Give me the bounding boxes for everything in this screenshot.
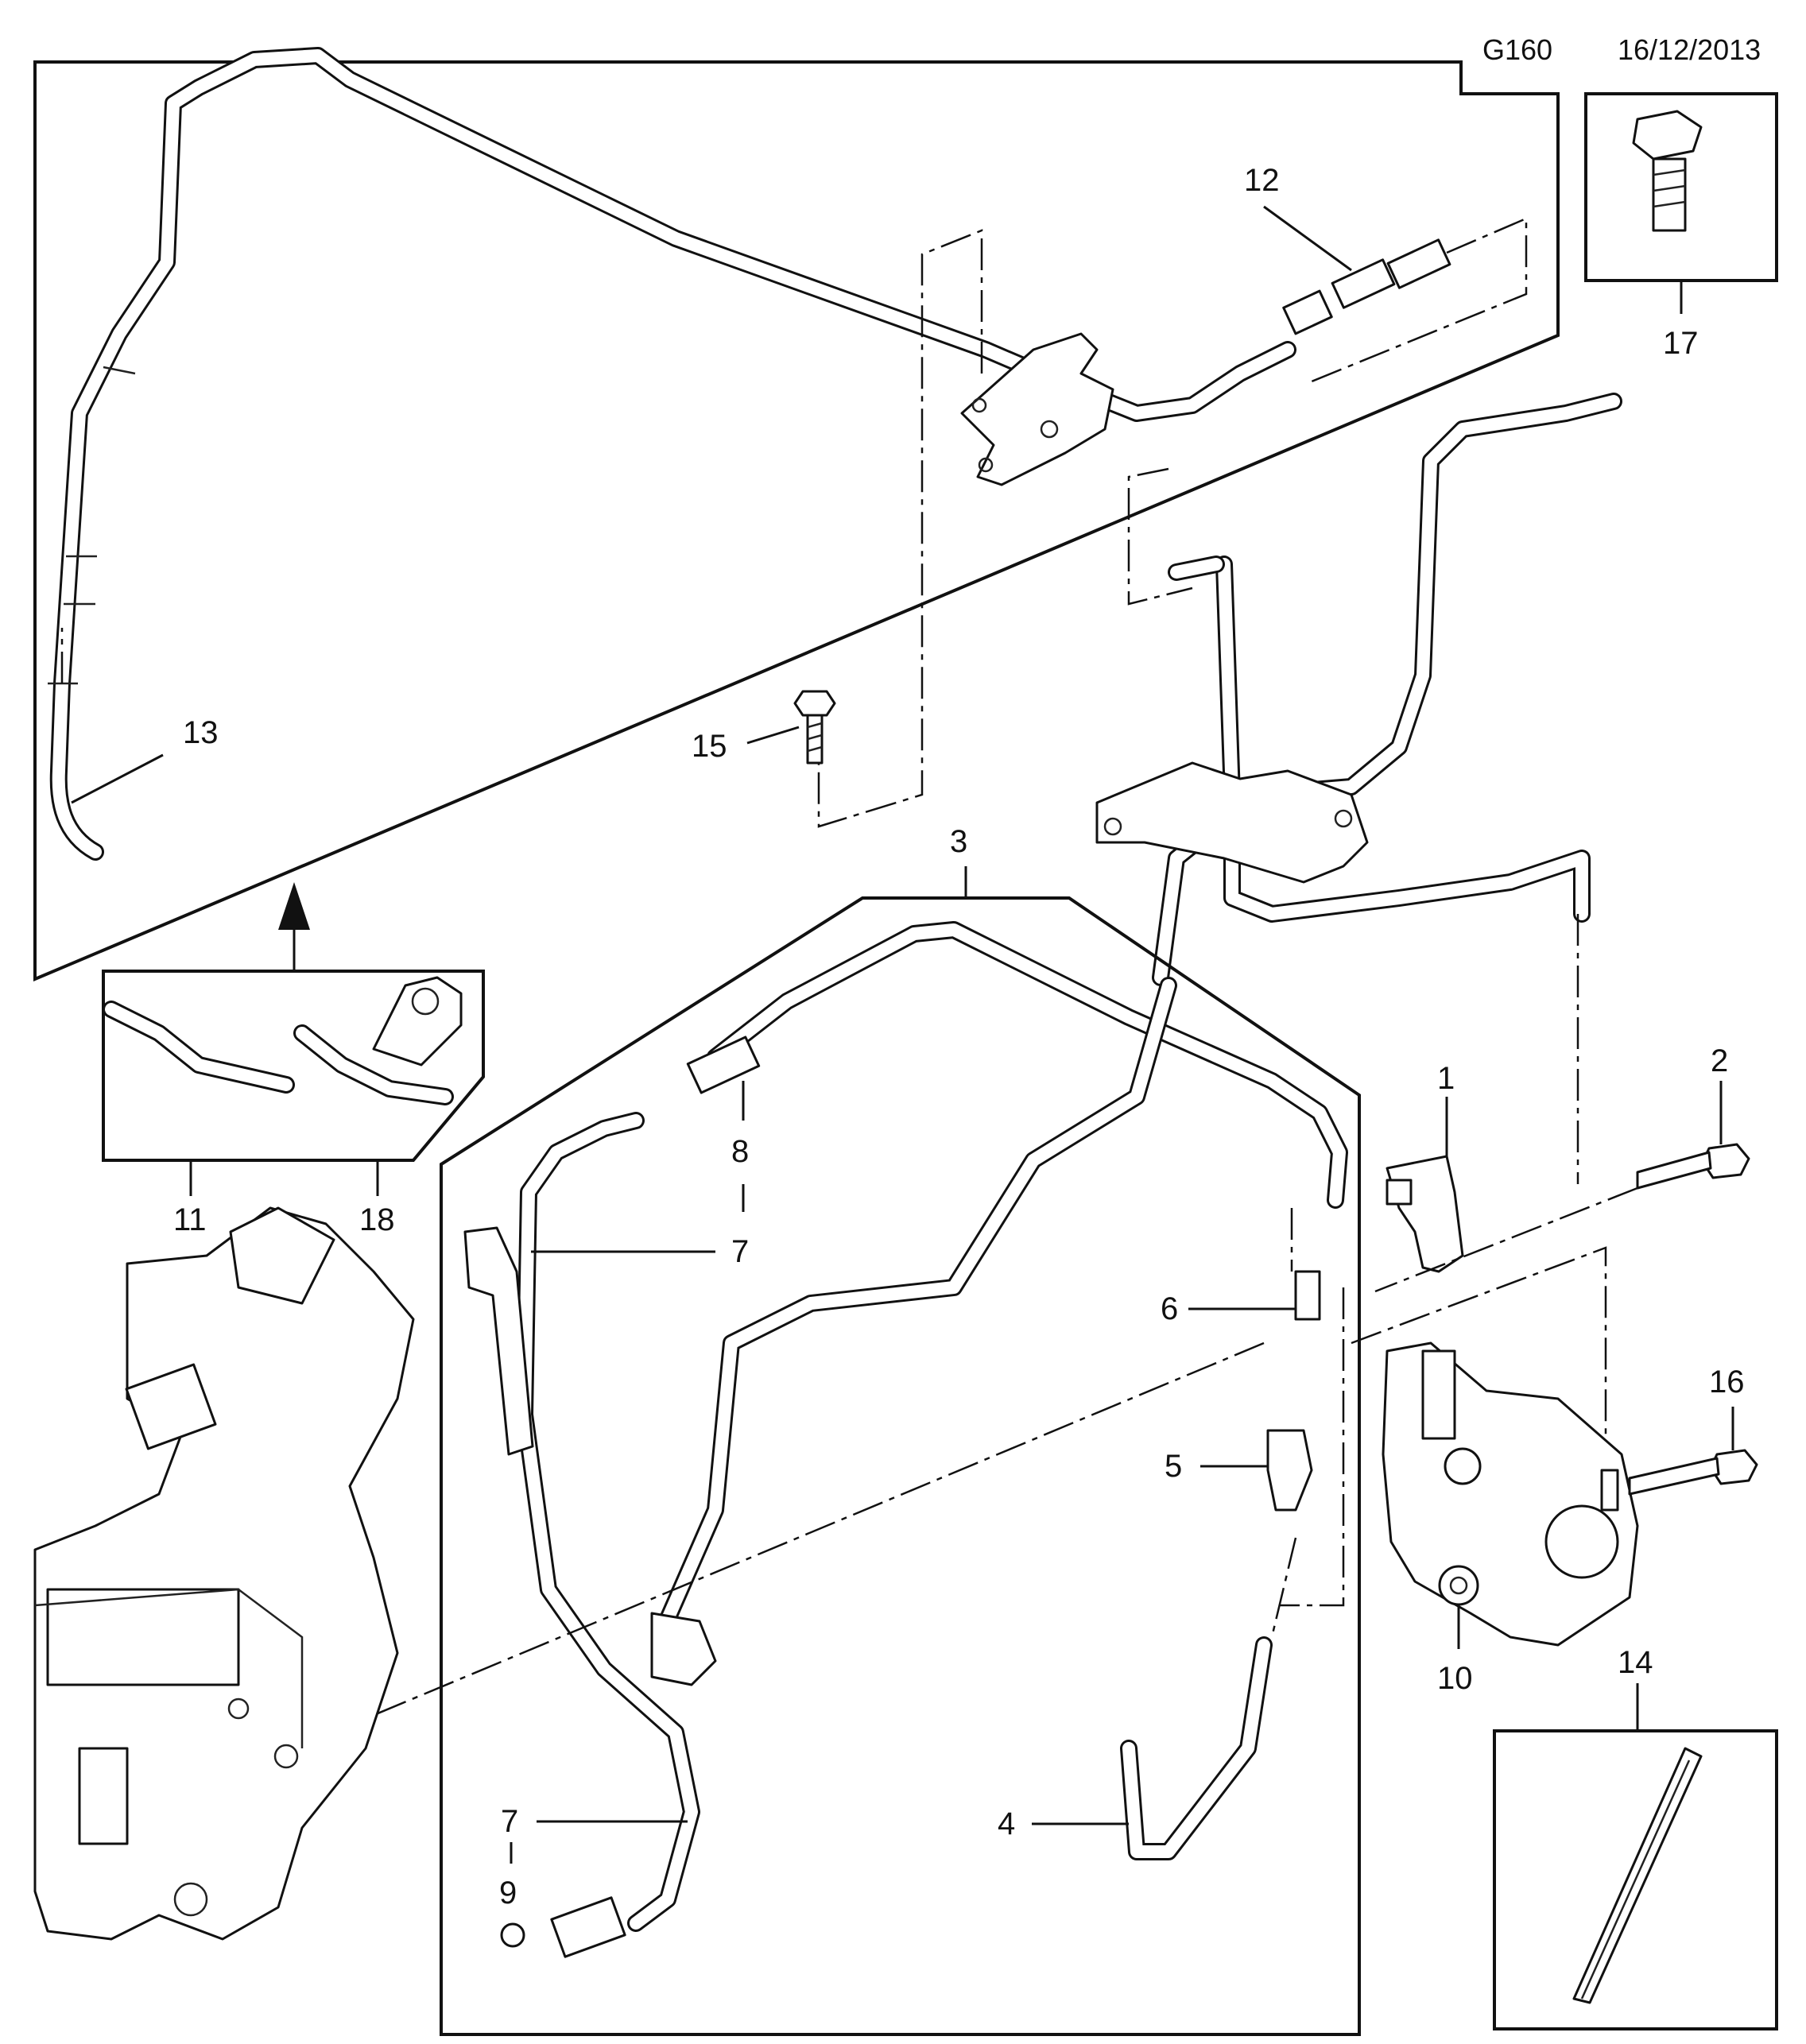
callout-7a: 7 (731, 1234, 749, 1269)
detail-panel-upper: G160 16/12/2013 (33, 33, 1761, 982)
callout-2: 2 (1711, 1043, 1728, 1078)
callout-18: 18 (359, 1202, 395, 1237)
diagram-code: G160 (1482, 33, 1552, 66)
pipe-assembly-right (1095, 393, 1622, 1184)
callout-1: 1 (1437, 1061, 1455, 1096)
inset-part-14: 14 (1493, 1645, 1778, 2030)
solenoid-part-10: 10 (1382, 1341, 1639, 1696)
callout-3: 3 (950, 824, 967, 859)
callout-9: 9 (499, 1876, 517, 1910)
engine-block (33, 1206, 415, 1941)
callout-7b: 7 (501, 1804, 518, 1839)
connector-part-12 (1282, 238, 1451, 335)
callout-15: 15 (692, 729, 727, 764)
washer-part-9 (500, 1922, 525, 1948)
callout-10: 10 (1437, 1661, 1473, 1696)
bolt-part-2: 2 (1374, 1043, 1750, 1293)
callout-16: 16 (1709, 1365, 1745, 1399)
callout-12: 12 (1244, 163, 1280, 198)
callout-6: 6 (1161, 1291, 1178, 1326)
callout-17: 17 (1663, 326, 1699, 361)
callout-14: 14 (1618, 1645, 1653, 1680)
bolt-part-15 (793, 690, 836, 765)
region-part-3: 3 8 7 6 5 (293, 824, 1607, 2036)
callout-5: 5 (1165, 1449, 1182, 1484)
callout-11: 11 (173, 1202, 207, 1237)
bolt-part-16: 16 (1628, 1365, 1758, 1496)
callout-4: 4 (998, 1806, 1015, 1841)
inset-part-17: 17 (1584, 92, 1778, 361)
elbow-part-5 (1266, 1429, 1313, 1512)
pipe-bracket-upper (960, 332, 1114, 486)
detail-panel-11-18: 11 18 (102, 970, 485, 1237)
hose-part-8 (686, 1036, 761, 1094)
clip-part-1: 1 (1386, 1061, 1464, 1273)
callout-13: 13 (183, 715, 219, 750)
diagram-date: 16/12/2013 (1618, 33, 1761, 66)
fitting-part-7 (550, 1896, 626, 1958)
connector-part-6 (1294, 1270, 1321, 1321)
callout-8: 8 (731, 1134, 749, 1169)
